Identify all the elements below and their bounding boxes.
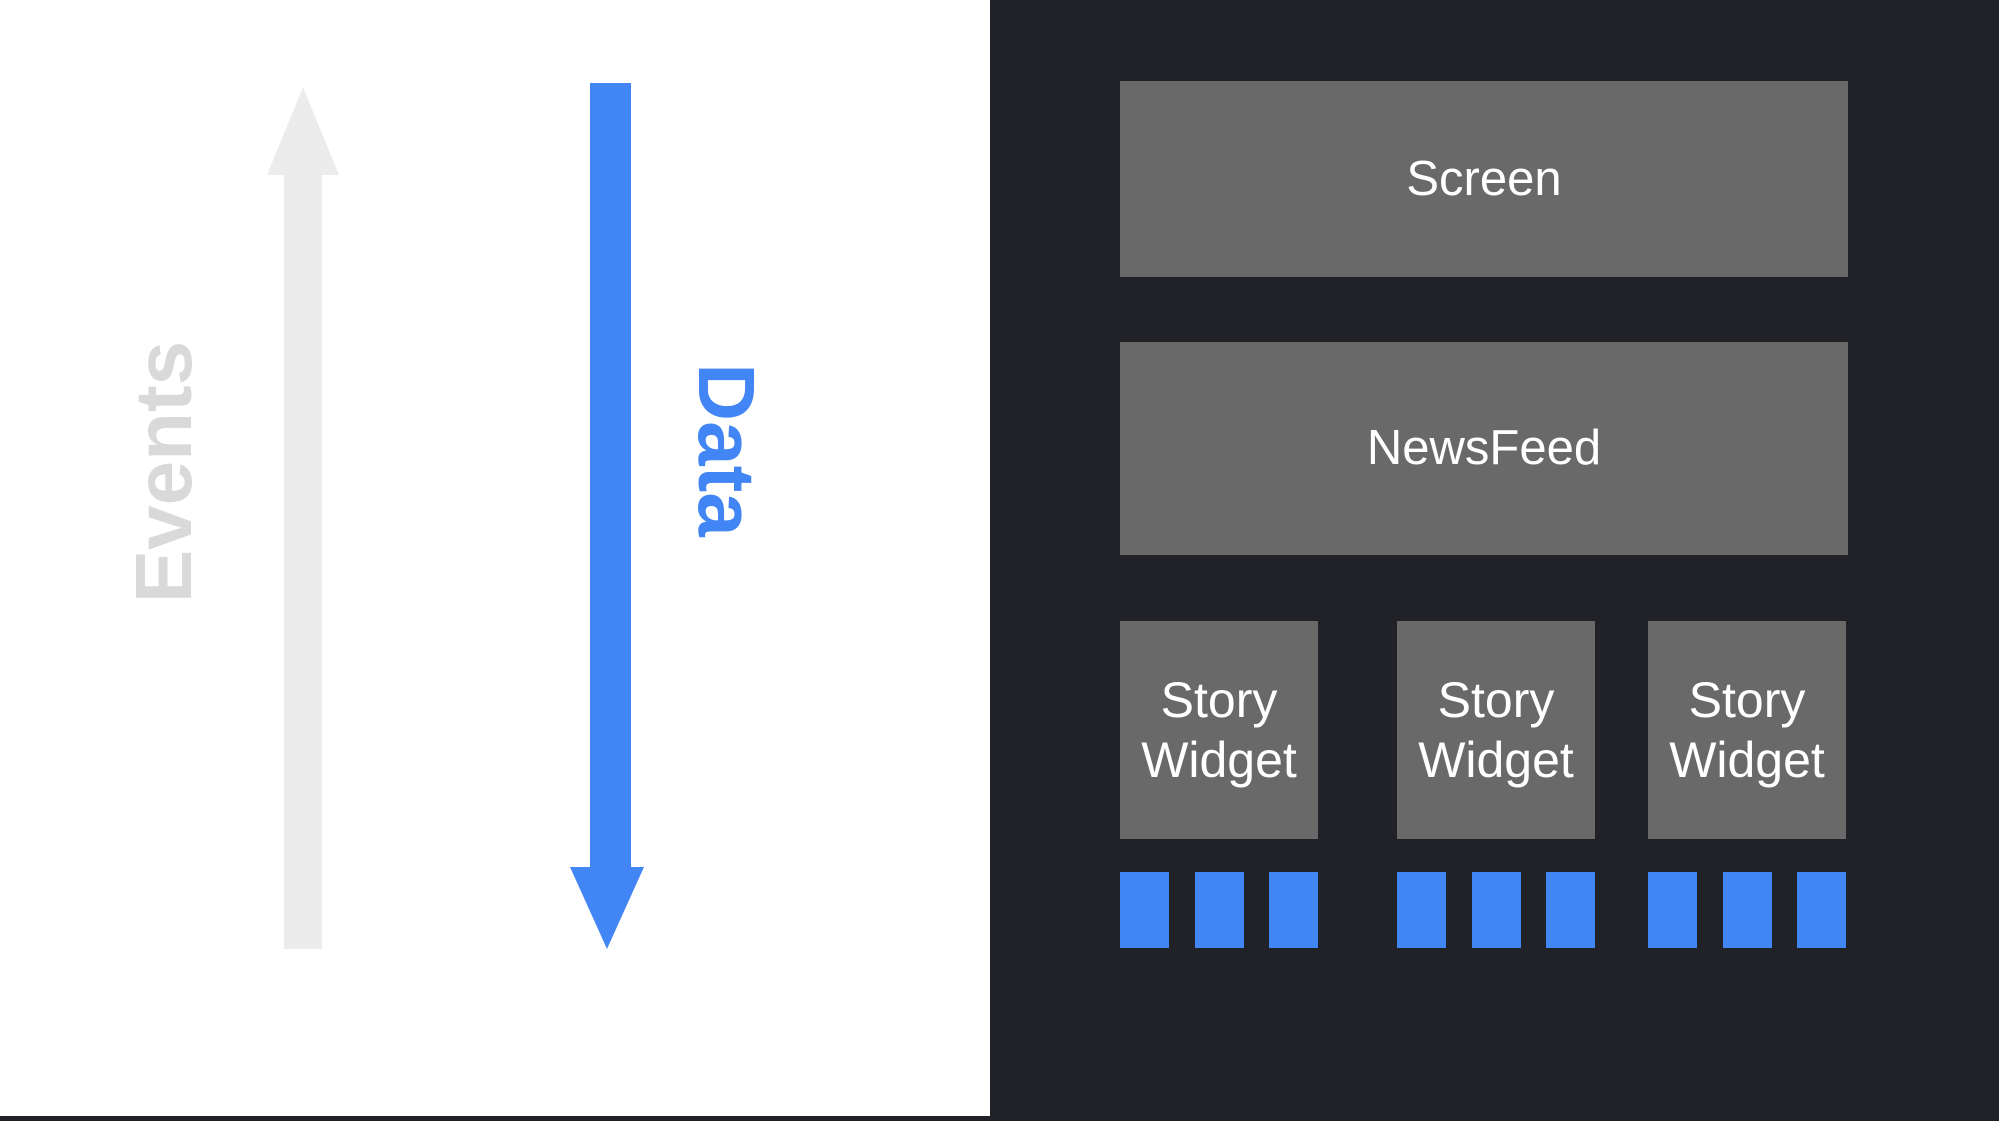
data-label: Data: [682, 363, 771, 537]
newsfeed-box: NewsFeed: [1120, 342, 1848, 555]
story-widget-label: Story Widget: [1418, 672, 1574, 788]
story-block: [1397, 872, 1446, 948]
slide-bottom-border: [0, 1116, 1999, 1121]
story-block: [1120, 872, 1169, 948]
newsfeed-box-label: NewsFeed: [1366, 421, 1602, 476]
events-up-arrow-head-icon: [267, 87, 339, 175]
story-block: [1471, 872, 1521, 948]
events-label: Events: [119, 340, 208, 604]
data-down-arrow-head-icon: [570, 867, 644, 949]
story-block: [1797, 872, 1846, 948]
story-widget-label: Story Widget: [1141, 672, 1297, 788]
data-down-arrow-shaft: [590, 83, 631, 867]
story-widget-label: Story Widget: [1669, 672, 1825, 788]
story-block: [1269, 872, 1318, 948]
story-widget-box-2: Story Widget: [1397, 621, 1595, 839]
story-block: [1722, 872, 1772, 948]
story-blocks-group-2: [1397, 872, 1595, 948]
story-widget-box-1: Story Widget: [1120, 621, 1318, 839]
screen-box-label: Screen: [1406, 151, 1562, 206]
story-blocks-group-1: [1120, 872, 1318, 948]
story-widget-box-3: Story Widget: [1648, 621, 1846, 839]
events-up-arrow-shaft: [284, 174, 322, 949]
story-block: [1546, 872, 1595, 948]
widget-tree-panel: Screen NewsFeed Story Widget Story Widge…: [990, 0, 1999, 1121]
story-block: [1194, 872, 1244, 948]
screen-box: Screen: [1120, 81, 1848, 277]
story-block: [1648, 872, 1697, 948]
story-blocks-group-3: [1648, 872, 1846, 948]
data-flow-section: Events Data: [0, 0, 990, 1125]
